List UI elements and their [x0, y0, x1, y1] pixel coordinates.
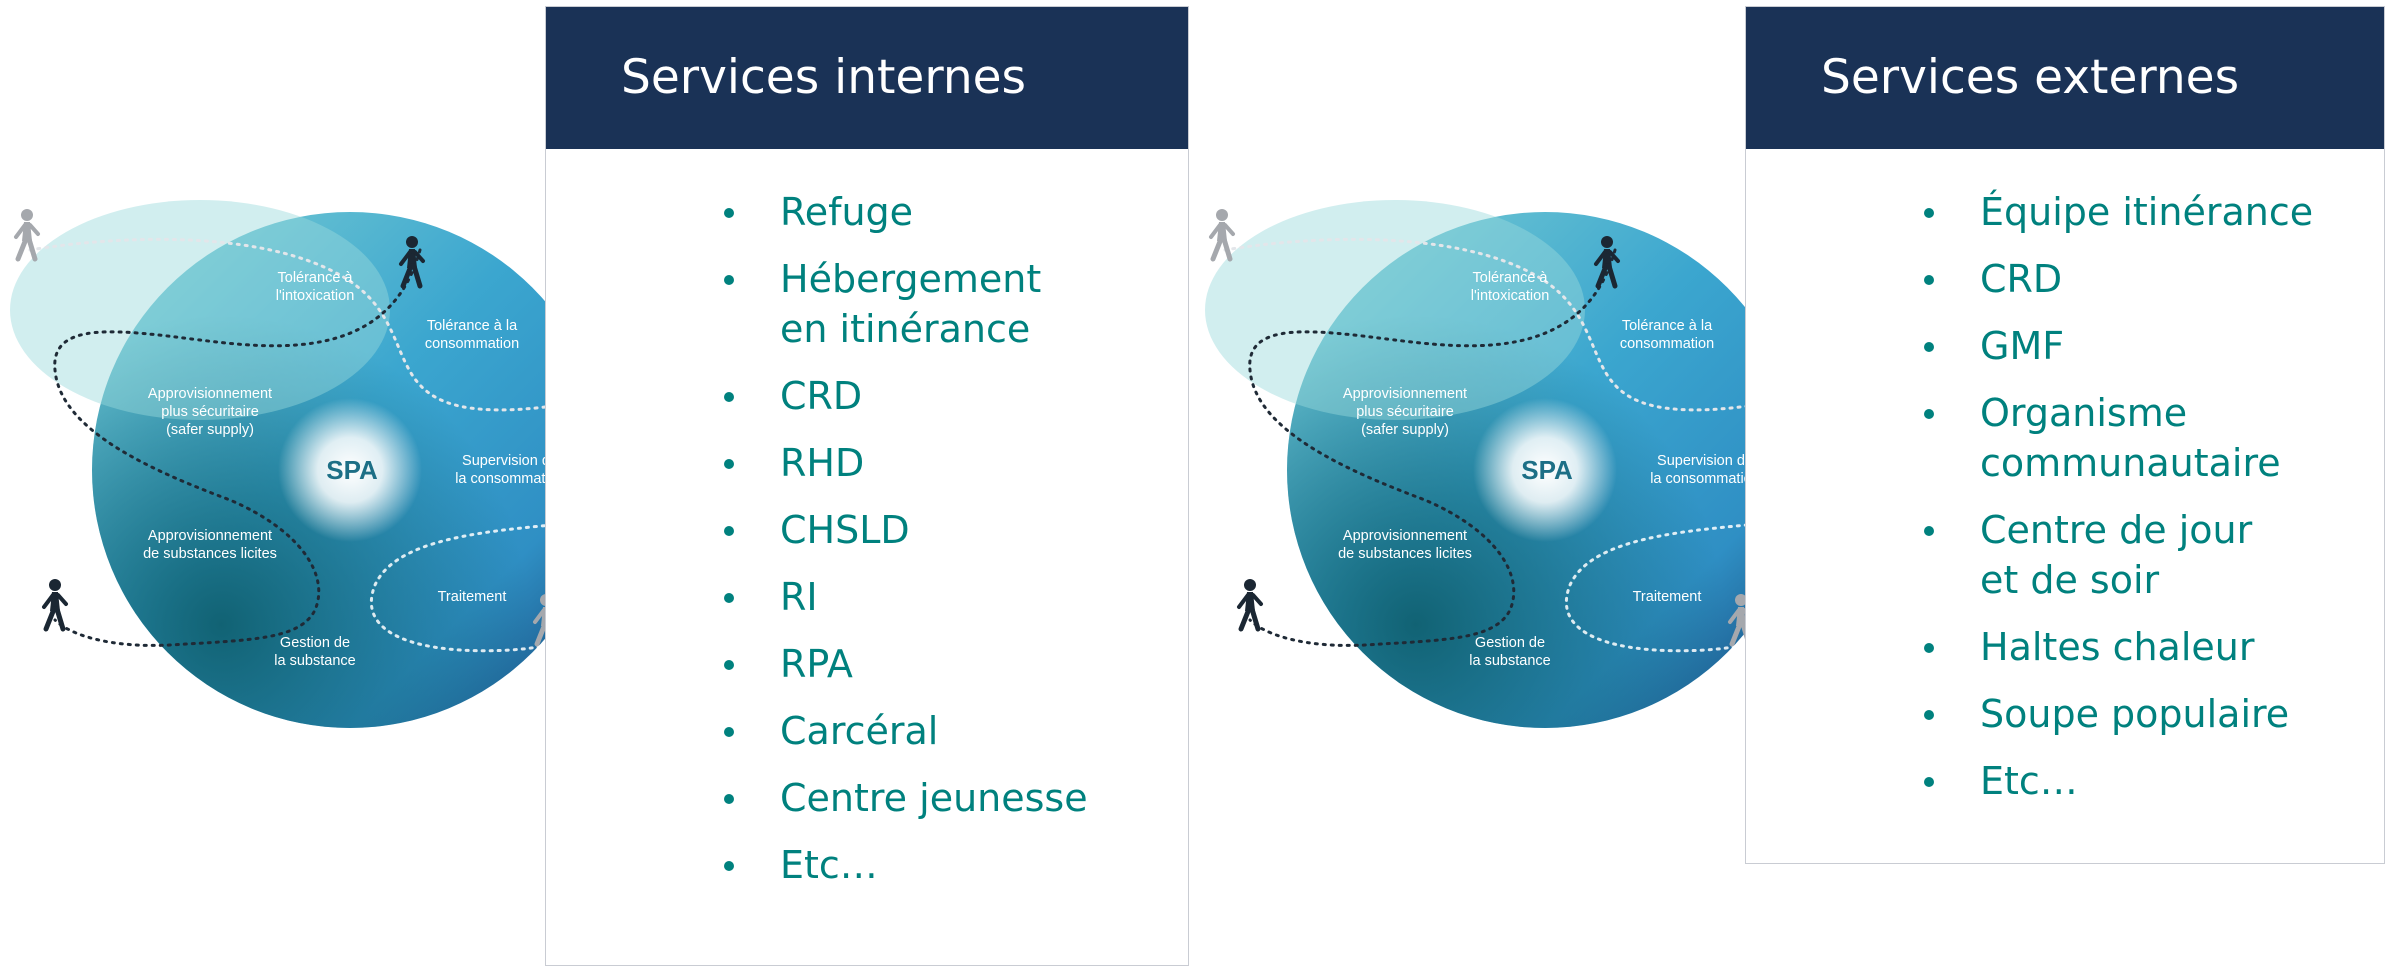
walker-dark-icon: [399, 236, 425, 289]
bullet-icon: [724, 392, 734, 402]
bullet-icon: [1924, 710, 1934, 720]
list-item: Etc…: [1746, 756, 2384, 806]
spa-center-label: SPA: [1521, 455, 1573, 485]
list-item: Centre jeunesse: [546, 773, 1188, 823]
spa-glow: [278, 398, 422, 542]
list-item: Centre de jour et de soir: [1746, 505, 2384, 605]
bullet-icon: [724, 794, 734, 804]
list-item-label: Refuge: [780, 190, 914, 234]
panel-title-internes: Services internes: [546, 7, 1188, 149]
list-item: Organisme communautaire: [1746, 388, 2384, 488]
list-item: Etc…: [546, 840, 1188, 890]
walker-gray-icon: [14, 209, 40, 262]
list-item-label: Haltes chaleur: [1980, 625, 2255, 669]
journey-path-gray: [28, 237, 700, 522]
walker-dark-icon: [42, 579, 68, 632]
journey-path-dark: [1248, 248, 1617, 647]
journey-path-light: [1564, 518, 1797, 653]
list-item-label: Équipe itinérance: [1980, 190, 2314, 234]
list-item-label: Organisme communautaire: [1980, 391, 2281, 485]
list-item: Carcéral: [546, 706, 1188, 756]
list-item-label: GMF: [1980, 324, 2065, 368]
walker-dark-icon: [1594, 236, 1620, 289]
bullet-icon: [1924, 643, 1934, 653]
bullet-icon: [724, 459, 734, 469]
list-item: Hébergement en itinérance: [546, 254, 1188, 354]
list-item-label: Hébergement en itinérance: [780, 257, 1042, 351]
list-item: RI: [546, 572, 1188, 622]
services-internes-panel: Services internes Refuge Hébergement en …: [545, 6, 1189, 966]
list-item: CRD: [546, 371, 1188, 421]
list-item-label: Centre de jour et de soir: [1980, 508, 2253, 602]
list-item: Refuge: [546, 187, 1188, 237]
bullet-icon: [724, 208, 734, 218]
services-internes-list: Refuge Hébergement en itinérance CRD RHD…: [546, 149, 1188, 890]
list-item-label: Etc…: [1980, 759, 2078, 803]
list-item: GMF: [1746, 321, 2384, 371]
list-item: RPA: [546, 639, 1188, 689]
bullet-icon: [724, 526, 734, 536]
bullet-icon: [1924, 208, 1934, 218]
list-item-label: RI: [780, 575, 818, 619]
bullet-icon: [724, 275, 734, 285]
services-externes-list: Équipe itinérance CRD GMF Organisme comm…: [1746, 149, 2384, 806]
spa-center-label: SPA: [326, 455, 378, 485]
bullet-icon: [1924, 777, 1934, 787]
list-item: Haltes chaleur: [1746, 622, 2384, 672]
diagram-graphic: [10, 200, 700, 732]
walker-dark-icon: [1237, 579, 1263, 632]
services-externes-panel: Services externes Équipe itinérance CRD …: [1745, 6, 2385, 864]
list-item-label: Carcéral: [780, 709, 939, 753]
label-traitement: Traitement: [437, 589, 507, 605]
list-item-label: CHSLD: [780, 508, 910, 552]
bullet-icon: [724, 861, 734, 871]
list-item-label: Soupe populaire: [1980, 692, 2290, 736]
journey-path-dark: [53, 248, 422, 647]
bullet-icon: [1924, 409, 1934, 419]
bullet-icon: [1924, 342, 1934, 352]
spa-glow: [1473, 398, 1617, 542]
panel-title-externes: Services externes: [1746, 7, 2384, 149]
journey-path-gray: [1223, 237, 1895, 522]
list-item: CHSLD: [546, 505, 1188, 555]
label-traitement: Traitement: [1632, 589, 1702, 605]
bullet-icon: [1924, 526, 1934, 536]
list-item: Soupe populaire: [1746, 689, 2384, 739]
list-item-label: RPA: [780, 642, 853, 686]
list-item-label: Etc…: [780, 843, 878, 887]
bullet-icon: [1924, 275, 1934, 285]
list-item-label: RHD: [780, 441, 865, 485]
list-item-label: Centre jeunesse: [780, 776, 1088, 820]
list-item-label: CRD: [780, 374, 863, 418]
list-item: RHD: [546, 438, 1188, 488]
bullet-icon: [724, 727, 734, 737]
diagram-graphic: [1205, 200, 1895, 732]
list-item: CRD: [1746, 254, 2384, 304]
bullet-icon: [724, 593, 734, 603]
walker-gray-icon: [1209, 209, 1235, 262]
bullet-icon: [724, 660, 734, 670]
list-item-label: CRD: [1980, 257, 2063, 301]
list-item: Équipe itinérance: [1746, 187, 2384, 237]
